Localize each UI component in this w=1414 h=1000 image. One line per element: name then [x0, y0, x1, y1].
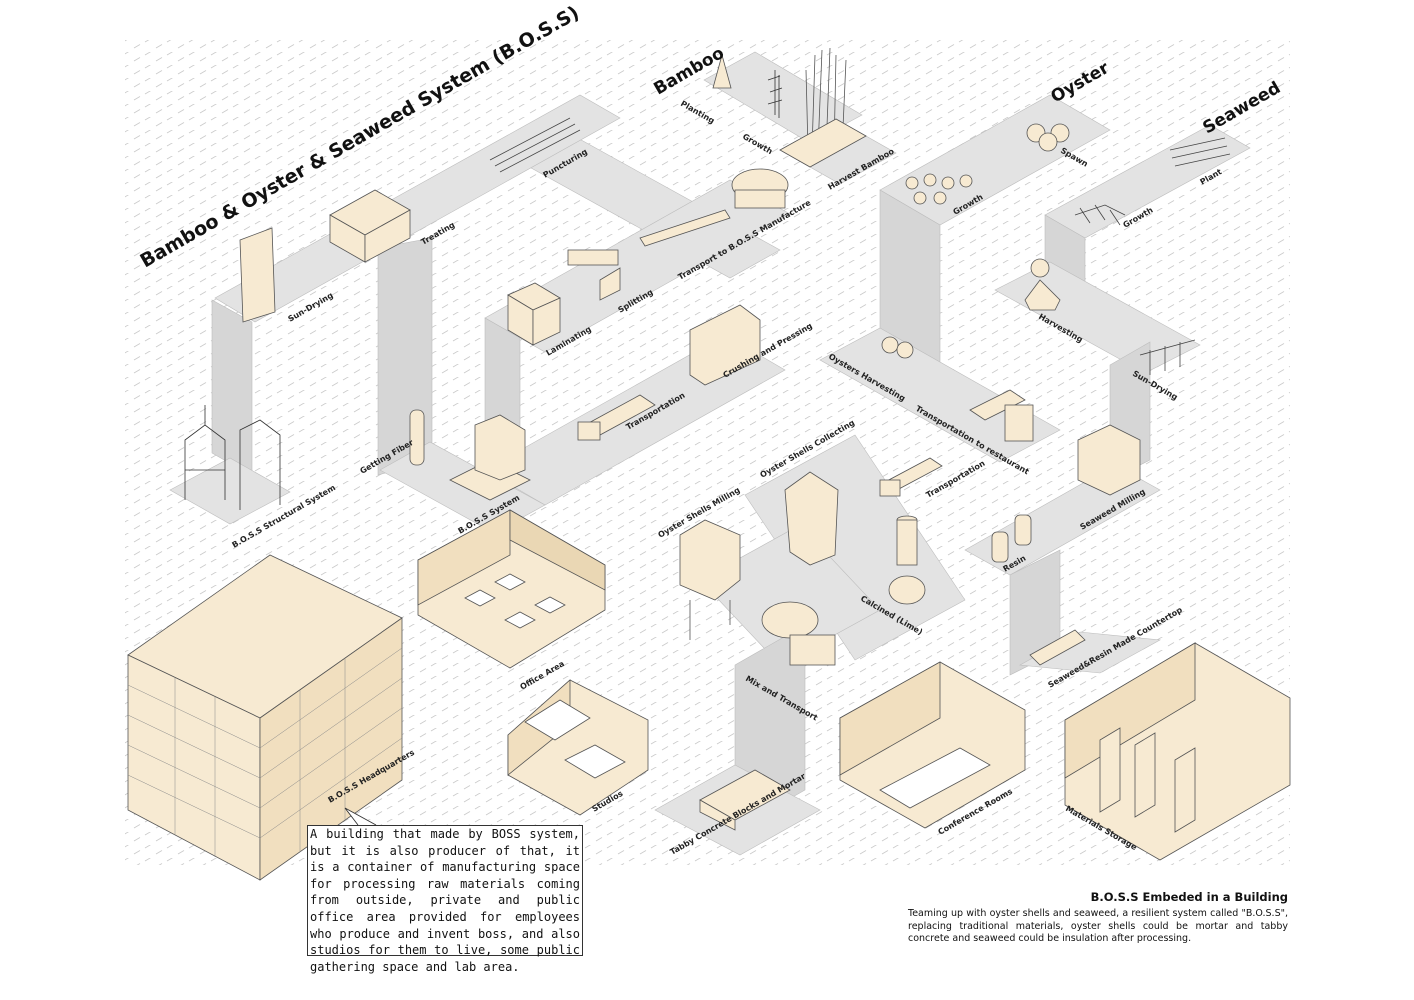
seaweed-mill-icon	[1077, 424, 1141, 496]
puncture-rods-icon	[489, 117, 581, 173]
tabby-blocks-icon	[699, 769, 791, 831]
conference-room	[839, 661, 1026, 829]
kiln-icon	[888, 515, 926, 605]
caption-heading: B.O.S.S Embeded in a Building	[1090, 890, 1288, 904]
oyster-growth-icon	[905, 173, 973, 205]
equipment	[184, 47, 1231, 831]
rooms	[127, 509, 1291, 881]
bamboo-harvest-icon	[779, 47, 867, 168]
resin-bottle-icon	[991, 514, 1032, 563]
mixer-truck-2-icon	[761, 601, 836, 666]
drying-rack-icon	[239, 227, 276, 323]
treating-tank-icon	[329, 189, 411, 263]
bamboo-plant-icon	[767, 70, 783, 118]
storage-room	[1064, 642, 1291, 861]
fiber-tank-icon	[409, 409, 425, 466]
hq-callout: A building that made by BOSS system, but…	[307, 825, 583, 974]
milling-silo-icon	[679, 519, 741, 640]
laminating-press-icon	[507, 282, 561, 346]
office-room	[417, 509, 606, 669]
truck-2-icon	[879, 457, 943, 497]
crusher-icon	[689, 304, 761, 386]
bamboo-shoot-icon	[712, 53, 732, 89]
oyster-spawn-icon	[1026, 123, 1070, 152]
oyster-harvest-icon	[881, 336, 914, 359]
seaweed-plant-icon	[1169, 137, 1231, 167]
mixer-truck-icon	[731, 168, 789, 209]
splitter-icon	[567, 249, 621, 301]
caption-body: Teaming up with oyster shells and seawee…	[908, 908, 1288, 944]
shell-bag-icon	[784, 471, 839, 566]
countertop-icon	[1029, 629, 1086, 666]
studios-room	[507, 679, 649, 816]
bamboo-poles-icon	[639, 209, 731, 247]
truck-icon	[577, 394, 656, 441]
caption-block: B.O.S.S Embeded in a Building Teaming up…	[908, 890, 1288, 946]
seaweed-growth-icon	[1074, 204, 1126, 226]
seaweed-drying-icon	[1139, 339, 1196, 375]
restaurant-truck-icon	[969, 389, 1034, 442]
hq-building	[127, 554, 403, 881]
farmer-icon	[1024, 258, 1061, 311]
structural-frame-icon	[184, 405, 281, 510]
callout-pointer	[344, 807, 377, 826]
boss-blocks-icon	[449, 414, 531, 501]
